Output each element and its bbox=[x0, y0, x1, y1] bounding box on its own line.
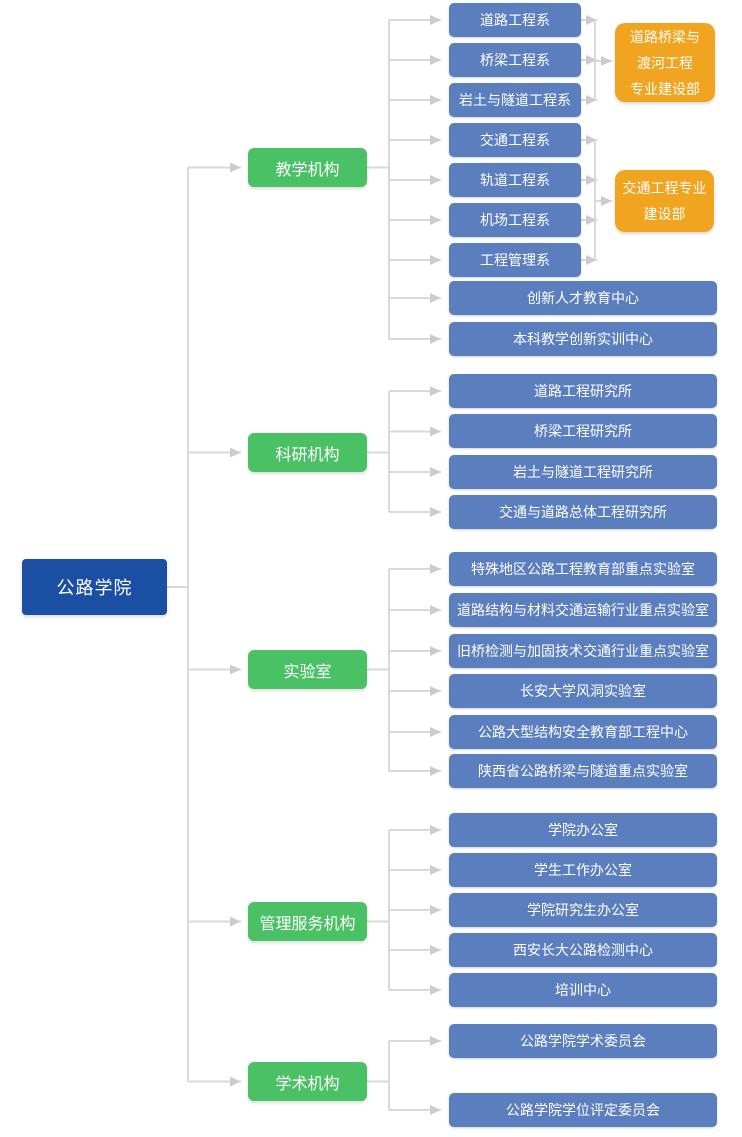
institute-traffic-road-overall-engineering: 交通与道路总体工程研究所 bbox=[449, 495, 717, 529]
center-undergrad-teaching-innovation-training: 本科教学创新实训中心 bbox=[449, 322, 717, 356]
special-unit-line: 专业建设部 bbox=[630, 80, 700, 97]
connectors-root-to-branches bbox=[167, 162, 241, 1087]
connectors-labs-children bbox=[367, 564, 441, 776]
branch-laboratories: 实验室 bbox=[248, 650, 367, 689]
special-unit-line: 建设部 bbox=[643, 206, 686, 222]
institute-bridge-engineering: 桥梁工程研究所 bbox=[449, 414, 717, 448]
dept-road-bridge-river-crossing-program: 道路桥梁与 渡河工程 专业建设部 bbox=[615, 23, 715, 102]
branch-teaching-orgs: 教学机构 bbox=[248, 148, 367, 187]
dept-geotech-tunnel-engineering: 岩土与隧道工程系 bbox=[449, 83, 581, 117]
branch-research-orgs: 科研机构 bbox=[248, 433, 367, 472]
committee-academic: 公路学院学术委员会 bbox=[449, 1024, 717, 1058]
lab-special-area-highway-engineering: 特殊地区公路工程教育部重点实验室 bbox=[449, 552, 717, 586]
center-highway-large-structure-safety: 公路大型结构安全教育部工程中心 bbox=[449, 715, 717, 749]
office-student-affairs: 学生工作办公室 bbox=[449, 853, 717, 887]
center-innovative-talent-education: 创新人才教育中心 bbox=[449, 281, 717, 315]
lab-shaanxi-highway-bridge-tunnel: 陕西省公路桥梁与隧道重点实验室 bbox=[449, 754, 717, 788]
lab-old-bridge-detection-reinforcement: 旧桥检测与加固技术交通行业重点实验室 bbox=[449, 634, 717, 668]
dept-traffic-engineering-program: 交通工程专业 建设部 bbox=[615, 170, 714, 232]
connectors-traffic-program bbox=[581, 135, 612, 265]
center-xian-changda-highway-testing: 西安长大公路检测中心 bbox=[449, 933, 717, 967]
connectors-research-children bbox=[367, 386, 441, 517]
connectors-teaching-children bbox=[367, 15, 441, 344]
dept-traffic-engineering: 交通工程系 bbox=[449, 123, 581, 157]
center-training: 培训中心 bbox=[449, 973, 717, 1007]
connectors-road-bridge-program bbox=[581, 15, 612, 105]
connectors-admin-children bbox=[367, 825, 441, 995]
branch-admin-service-orgs: 管理服务机构 bbox=[248, 902, 367, 941]
special-unit-line: 道路桥梁与 bbox=[630, 28, 700, 45]
connectors-academic-children bbox=[367, 1036, 441, 1115]
dept-bridge-engineering: 桥梁工程系 bbox=[449, 43, 581, 77]
committee-degree-evaluation: 公路学院学位评定委员会 bbox=[449, 1093, 717, 1127]
node-highway-college: 公路学院 bbox=[22, 559, 167, 615]
dept-engineering-management: 工程管理系 bbox=[449, 243, 581, 277]
institute-road-engineering: 道路工程研究所 bbox=[449, 374, 717, 408]
office-graduate-students: 学院研究生办公室 bbox=[449, 893, 717, 927]
office-college: 学院办公室 bbox=[449, 813, 717, 847]
institute-geotech-tunnel-engineering: 岩土与隧道工程研究所 bbox=[449, 455, 717, 489]
branch-academic-orgs: 学术机构 bbox=[248, 1062, 367, 1101]
special-unit-line: 渡河工程 bbox=[637, 54, 693, 71]
lab-road-structure-materials: 道路结构与材料交通运输行业重点实验室 bbox=[449, 593, 717, 627]
lab-changan-university-wind-tunnel: 长安大学风洞实验室 bbox=[449, 674, 717, 708]
dept-track-engineering: 轨道工程系 bbox=[449, 163, 581, 197]
dept-airport-engineering: 机场工程系 bbox=[449, 203, 581, 237]
dept-road-engineering: 道路工程系 bbox=[449, 3, 581, 37]
special-unit-line: 交通工程专业 bbox=[622, 180, 707, 196]
